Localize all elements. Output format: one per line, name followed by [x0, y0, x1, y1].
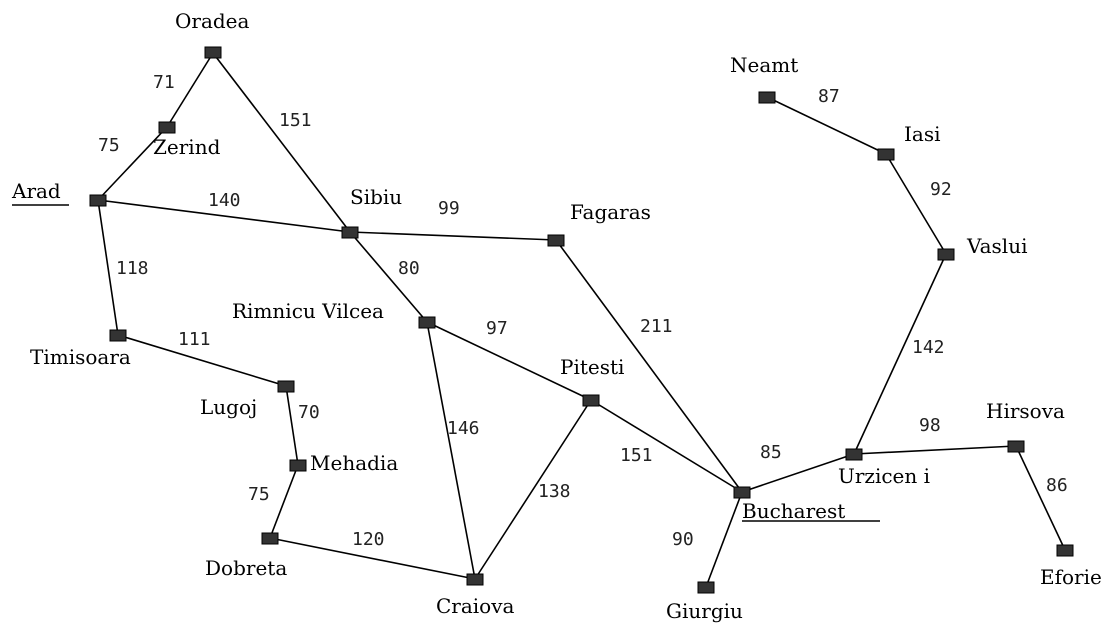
node-zerind[interactable]: [158, 121, 176, 134]
road-arad-timisoara: [97, 199, 119, 336]
distance-lugoj-mehadia: 70: [298, 402, 320, 423]
node-giurgiu[interactable]: [697, 581, 715, 594]
city-label-arad: Arad: [11, 179, 61, 203]
city-label-pitesti: Pitesti: [560, 355, 624, 379]
node-bucharest[interactable]: [733, 486, 751, 499]
distance-sibiu-fagaras: 99: [438, 198, 460, 219]
city-label-urziceni: Urzicen i: [838, 464, 930, 488]
road-fagaras-bucharest: [555, 239, 743, 493]
road-craiova-pitesti: [474, 399, 592, 580]
road-iasi-neamt: [766, 96, 887, 155]
road-sibiu-fagaras: [349, 231, 557, 241]
road-timisoara-lugoj: [117, 334, 287, 387]
road-lugoj-mehadia: [285, 385, 299, 466]
node-craiova[interactable]: [466, 573, 484, 586]
city-label-iasi: Iasi: [904, 122, 940, 146]
road-rimnicu-craiova: [426, 321, 476, 580]
city-labels: Oradea Zerind Arad Timisoara Lugoj Mehad…: [11, 9, 1102, 623]
node-eforie[interactable]: [1056, 544, 1074, 557]
distance-rimnicu-pitesti: 97: [486, 318, 508, 339]
node-neamt[interactable]: [758, 91, 776, 104]
road-rimnicu-pitesti: [426, 321, 592, 401]
node-iasi[interactable]: [877, 148, 895, 161]
distance-bucharest-urziceni: 85: [760, 442, 782, 463]
road-urziceni-hirsova: [853, 445, 1017, 455]
road-dobreta-craiova: [269, 537, 476, 580]
node-timisoara[interactable]: [109, 329, 127, 342]
city-label-mehadia: Mehadia: [310, 451, 398, 475]
distance-oradea-sibiu: 151: [279, 110, 312, 131]
node-oradea[interactable]: [204, 46, 222, 59]
road-arad-sibiu: [97, 199, 351, 233]
city-label-oradea: Oradea: [175, 9, 250, 33]
node-sibiu[interactable]: [341, 226, 359, 239]
city-label-craiova: Craiova: [436, 594, 515, 618]
city-label-vaslui: Vaslui: [966, 234, 1027, 258]
road-mehadia-dobreta: [269, 464, 299, 539]
road-urziceni-vaslui: [853, 253, 947, 455]
node-dobreta[interactable]: [261, 532, 279, 545]
city-label-timisoara: Timisoara: [30, 345, 131, 369]
city-label-dobreta: Dobreta: [205, 556, 287, 580]
node-hirsova[interactable]: [1007, 440, 1025, 453]
distance-craiova-pitesti: 138: [538, 481, 571, 502]
road-oradea-sibiu: [212, 52, 351, 233]
distance-bucharest-giurgiu: 90: [672, 529, 694, 550]
roads: [97, 52, 1066, 588]
road-pitesti-bucharest: [590, 399, 743, 493]
city-nodes: [89, 46, 1074, 594]
distance-urziceni-vaslui: 142: [912, 337, 945, 358]
node-arad[interactable]: [89, 194, 107, 207]
road-sibiu-rimnicu: [349, 231, 428, 323]
city-label-eforie: Eforie: [1040, 565, 1102, 589]
distance-urziceni-hirsova: 98: [919, 415, 941, 436]
city-label-lugoj: Lugoj: [200, 395, 257, 419]
node-rimnicu-vilcea[interactable]: [418, 316, 436, 329]
distance-arad-timisoara: 118: [116, 258, 149, 279]
distance-sibiu-rimnicu: 80: [398, 258, 420, 279]
city-label-zerind: Zerind: [153, 135, 221, 159]
distance-pitesti-bucharest: 151: [620, 445, 653, 466]
distance-zerind-arad: 75: [98, 135, 120, 156]
node-lugoj[interactable]: [277, 380, 295, 393]
distance-mehadia-dobreta: 75: [248, 484, 270, 505]
road-hirsova-eforie: [1015, 445, 1066, 551]
distance-vaslui-iasi: 92: [930, 179, 952, 200]
road-vaslui-iasi: [885, 153, 947, 255]
distance-hirsova-eforie: 86: [1046, 475, 1068, 496]
distance-oradea-zerind: 71: [153, 72, 175, 93]
road-zerind-arad: [97, 126, 168, 201]
distance-dobreta-craiova: 120: [352, 529, 385, 550]
city-label-neamt: Neamt: [730, 53, 798, 77]
node-pitesti[interactable]: [582, 394, 600, 407]
city-label-giurgiu: Giurgiu: [666, 599, 743, 623]
distance-arad-sibiu: 140: [208, 190, 241, 211]
city-label-fagaras: Fagaras: [570, 200, 651, 224]
city-label-rimnicu-vilcea: Rimnicu Vilcea: [232, 299, 384, 323]
distance-labels: 71 75 151 140 118 111 70 75 120 99 80 97…: [98, 72, 1068, 550]
distance-timisoara-lugoj: 111: [178, 329, 211, 350]
distance-fagaras-bucharest: 211: [640, 316, 673, 337]
node-fagaras[interactable]: [547, 234, 565, 247]
road-bucharest-giurgiu: [705, 491, 743, 588]
city-label-hirsova: Hirsova: [986, 399, 1065, 423]
node-mehadia[interactable]: [289, 459, 307, 472]
city-label-sibiu: Sibiu: [350, 185, 402, 209]
distance-iasi-neamt: 87: [818, 86, 840, 107]
road-bucharest-urziceni: [741, 453, 855, 493]
distance-rimnicu-craiova: 146: [447, 418, 480, 439]
node-urziceni[interactable]: [845, 448, 863, 461]
road-oradea-zerind: [166, 52, 214, 128]
node-vaslui[interactable]: [937, 248, 955, 261]
city-label-bucharest: Bucharest: [742, 499, 845, 523]
